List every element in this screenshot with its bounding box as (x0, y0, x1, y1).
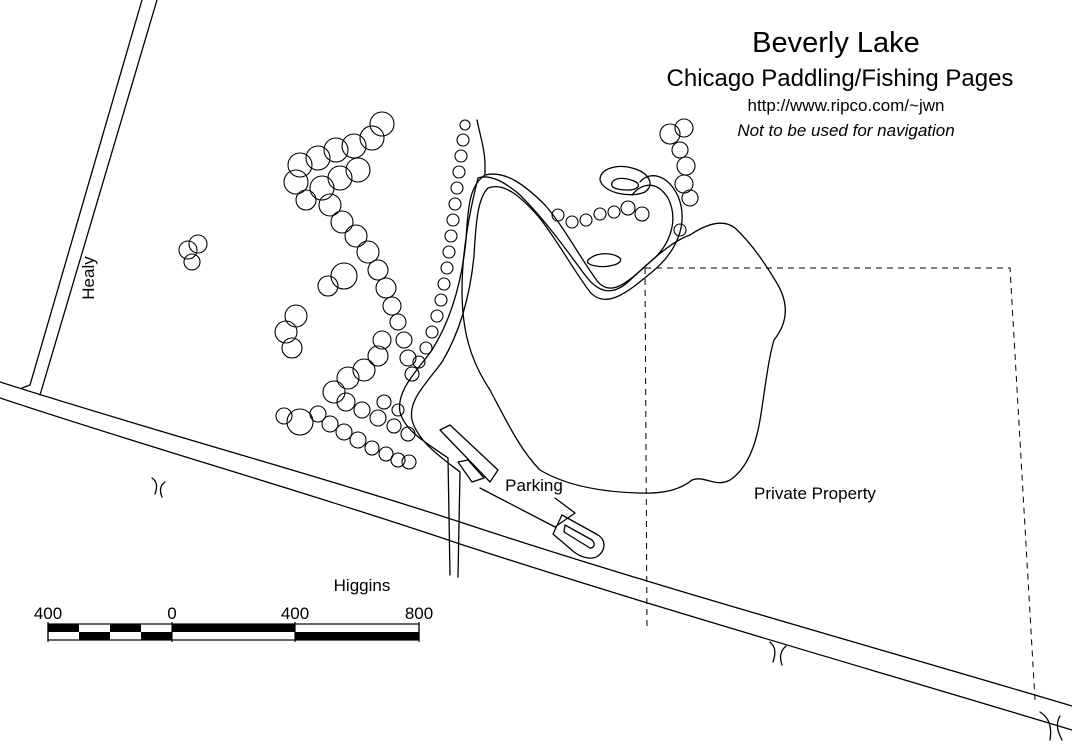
private-property-boundary (644, 267, 1036, 701)
higgins-driveways (151, 477, 1063, 741)
label-private-property: Private Property (754, 484, 876, 503)
tree-cluster-south (322, 330, 416, 442)
tree-clusters (178, 111, 699, 470)
map-subtitle: Chicago Paddling/Fishing Pages (667, 65, 1014, 92)
scale-tick-label: 400 (281, 604, 309, 623)
tree-cluster-northeast (659, 118, 699, 237)
map-disclaimer: Not to be used for navigation (737, 121, 954, 140)
scale-tick-label: 0 (167, 604, 176, 623)
label-parking: Parking (505, 476, 563, 495)
lake-shoreline (461, 176, 786, 494)
tree-cluster-mid (317, 262, 358, 297)
tree-cluster-small-west (178, 234, 208, 271)
entrance-road (398, 119, 683, 578)
map-title: Beverly Lake (752, 27, 920, 59)
scale-bar: 400 0 400 800 (34, 604, 433, 642)
healy-junction (21, 384, 31, 389)
higgins-road (0, 381, 1072, 731)
scale-tick-label: 400 (34, 604, 62, 623)
map-url: http://www.ripco.com/~jwn (748, 96, 945, 115)
tree-cluster-road-strip (412, 119, 471, 369)
tree-cluster-northwest (283, 111, 420, 382)
label-higgins: Higgins (334, 576, 391, 595)
tree-cluster-south-west (274, 304, 308, 359)
label-healy: Healy (79, 256, 98, 300)
tree-cluster-southwest-strip (275, 405, 417, 470)
parking-lot (439, 424, 605, 559)
tree-cluster-loop-strip (551, 200, 650, 229)
scale-tick-label: 800 (405, 604, 433, 623)
healy-road (29, 0, 158, 396)
road-loops (586, 165, 651, 268)
